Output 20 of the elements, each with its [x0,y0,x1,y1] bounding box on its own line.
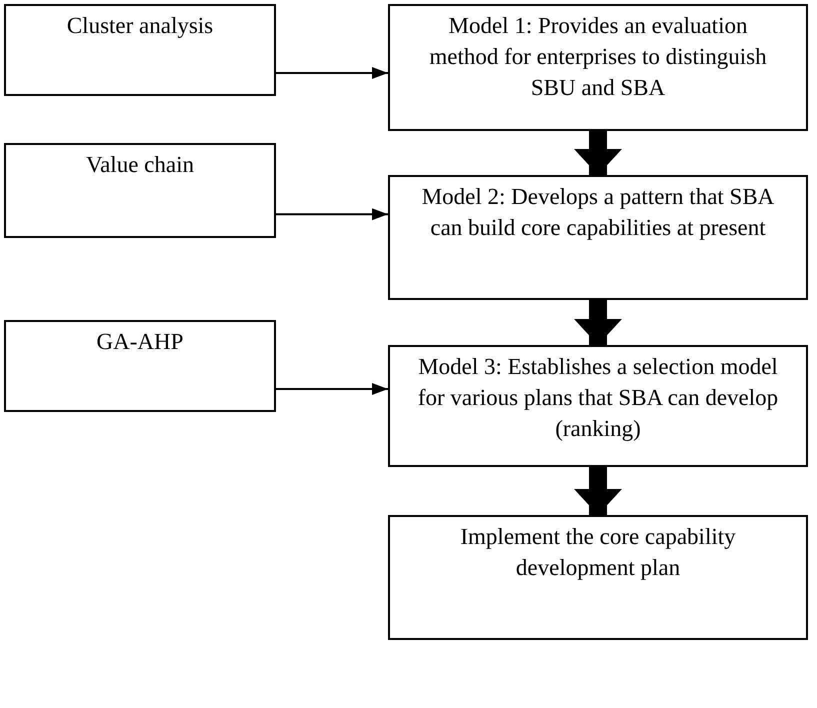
box-text: GA-AHP [96,328,184,356]
box-text: Model 2: Develops a pattern that SBA can build core capabilities at present [420,183,776,242]
box-text: Cluster analysis [66,12,214,40]
box-text: Implement the core capability development plan [459,523,737,582]
block-arrow [574,300,622,345]
process-box [388,175,808,300]
arrow [276,67,388,79]
process-box [4,143,276,238]
block-arrow [574,467,622,515]
box-text: Model 3: Establishes a selection model for various plans that SBA can develop (ranking) [416,353,780,443]
arrow [276,383,388,395]
box-text: Model 1: Provides an evaluation method for enterprises to distinguish SBU and SBA [428,12,768,102]
box-text: Value chain [85,151,195,179]
process-box [388,345,808,467]
process-box [4,4,276,96]
process-box [388,515,808,640]
process-box [4,320,276,412]
arrow [276,208,388,220]
process-box [388,4,808,131]
block-arrow [574,131,622,175]
